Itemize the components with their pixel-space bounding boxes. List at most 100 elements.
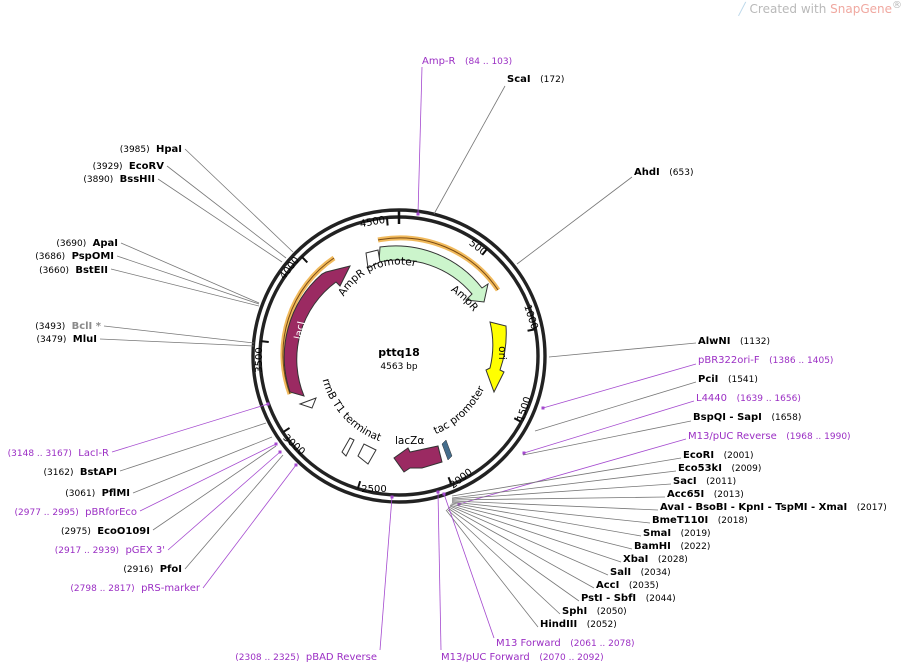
site-label-laci-r[interactable]: (3148 .. 3167) LacI-R	[8, 448, 109, 459]
feature-label-rrnb-t1-terminator: rrnB T1 terminator	[0, 0, 383, 444]
site-label-bmet110i[interactable]: BmeT110I (2018)	[652, 515, 748, 526]
tick-label: 4500	[359, 215, 386, 230]
site-name: SalI	[610, 567, 631, 578]
site-label-bspqi-sapi[interactable]: BspQI - SapI (1658)	[693, 412, 801, 423]
site-label-ahdi[interactable]: AhdI (653)	[634, 167, 694, 178]
site-label-sphi[interactable]: SphI (2050)	[562, 606, 627, 617]
site-label-avai-group[interactable]: AvaI - BsoBI - KpnI - TspMI - XmaI (2017…	[660, 502, 887, 513]
site-label-pgex-3[interactable]: (2917 .. 2939) pGEX 3'	[55, 545, 165, 556]
feature-ampr-promoter[interactable]	[365, 249, 381, 269]
site-position: (2308 .. 2325)	[235, 653, 299, 663]
site-label-pspomi[interactable]: (3686) PspOMI	[35, 251, 114, 262]
site-position: (3890)	[83, 175, 113, 185]
site-name: HpaI	[156, 144, 182, 155]
primer-mark-amp-r-primer	[416, 212, 420, 216]
site-label-scai[interactable]: ScaI (172)	[507, 74, 564, 85]
feature-label-ori: ori	[496, 346, 508, 360]
site-label-eco0109i[interactable]: (2975) EcoO109I	[61, 526, 150, 537]
feature-ori[interactable]	[485, 321, 507, 394]
feature-lac-operator[interactable]	[441, 439, 453, 461]
site-label-bsteii[interactable]: (3660) BstEII	[39, 265, 108, 276]
site-position: (2022)	[680, 542, 710, 552]
leader-line-pspomi	[116, 255, 260, 305]
primer-mark-pbad-reverse	[390, 495, 394, 499]
feature-laci-promoter[interactable]	[298, 397, 317, 409]
site-label-prs-marker[interactable]: (2798 .. 2817) pRS-marker	[70, 583, 200, 594]
site-name: pBR322ori-F	[698, 355, 760, 366]
tick-mark	[356, 480, 362, 490]
site-label-bsshii[interactable]: (3890) BssHII	[83, 174, 155, 185]
site-label-smai[interactable]: SmaI (2019)	[643, 528, 711, 539]
feature-rrnb-t2-terminator[interactable]	[357, 443, 377, 465]
tick-label: 500	[467, 238, 489, 258]
feature-lacz-alpha[interactable]	[393, 445, 443, 473]
site-name: ApaI	[93, 238, 118, 249]
site-position: (1132)	[740, 337, 770, 347]
site-position: (2035)	[629, 581, 659, 591]
site-label-hindiii[interactable]: HindIII (2052)	[540, 619, 617, 630]
site-name: SmaI	[643, 528, 671, 539]
site-label-pflmi[interactable]: (3061) PflMI	[65, 488, 130, 499]
site-label-ecorv[interactable]: (3929) EcoRV	[93, 161, 165, 172]
primer-mark-pbrforeco	[274, 442, 278, 446]
site-label-pbad-reverse[interactable]: (2308 .. 2325) pBAD Reverse	[235, 652, 377, 663]
site-name: BclI *	[72, 321, 102, 332]
site-label-acc65i[interactable]: Acc65I (2013)	[667, 489, 744, 500]
site-name: PfoI	[160, 564, 182, 575]
site-label-m13-puc-reverse[interactable]: M13/pUC Reverse (1968 .. 1990)	[688, 431, 851, 442]
site-label-pcii[interactable]: PciI (1541)	[698, 374, 758, 385]
site-label-ecori[interactable]: EcoRI (2001)	[683, 450, 754, 461]
site-name: EcoRI	[683, 450, 714, 461]
site-label-m13-puc-forward[interactable]: M13/pUC Forward (2070 .. 2092)	[441, 652, 604, 663]
feature-ampr[interactable]	[378, 245, 489, 303]
site-label-mlui[interactable]: (3479) MluI	[36, 334, 97, 345]
site-label-apai[interactable]: (3690) ApaI	[56, 238, 118, 249]
leader-line-xbai	[449, 504, 622, 563]
site-label-pfoi[interactable]: (2916) PfoI	[123, 564, 182, 575]
site-label-amp-r-primer[interactable]: Amp-R (84 .. 103)	[422, 56, 512, 67]
site-name: AccI	[596, 580, 619, 591]
feature-rrnb-t1-terminator[interactable]	[341, 437, 355, 457]
site-label-pbr322ori-f[interactable]: pBR322ori-F (1386 .. 1405)	[698, 355, 833, 366]
leader-line-pfoi	[184, 454, 284, 570]
site-label-saci[interactable]: SacI (2011)	[673, 476, 736, 487]
tick-mark	[260, 340, 269, 343]
feature-laci[interactable]	[283, 265, 351, 397]
site-position: (1639 .. 1656)	[737, 394, 801, 404]
site-label-psti-sbfi[interactable]: PstI - SbfI (2044)	[581, 593, 676, 604]
site-name: PciI	[698, 374, 718, 385]
site-label-bamhi[interactable]: BamHI (2022)	[634, 541, 710, 552]
site-label-bstapi[interactable]: (3162) BstAPI	[44, 467, 117, 478]
site-label-l4440[interactable]: L4440 (1639 .. 1656)	[696, 393, 801, 404]
site-position: (2044)	[646, 594, 676, 604]
site-position: (1386 .. 1405)	[769, 356, 833, 366]
site-name: M13/pUC Forward	[441, 652, 530, 663]
site-label-xbai[interactable]: XbaI (2028)	[623, 554, 688, 565]
site-label-bcli[interactable]: (3493) BclI *	[35, 321, 101, 332]
site-label-alwni[interactable]: AlwNI (1132)	[698, 336, 770, 347]
site-label-eco53ki[interactable]: Eco53kI (2009)	[678, 463, 761, 474]
site-name: AlwNI	[698, 336, 731, 347]
leader-line-amp-r-primer	[417, 66, 423, 215]
primer-mark-pbr322ori-f	[541, 406, 545, 410]
site-label-pbrforeco[interactable]: (2977 .. 2995) pBRforEco	[15, 507, 137, 518]
site-name: L4440	[696, 393, 727, 404]
site-label-acci[interactable]: AccI (2035)	[596, 580, 659, 591]
site-position: (84 .. 103)	[465, 57, 512, 67]
leader-line-bstapi	[119, 422, 267, 472]
site-name: HindIII	[540, 619, 577, 630]
site-label-hpai[interactable]: (3985) HpaI	[120, 144, 182, 155]
leader-line-m13-forward	[443, 493, 495, 639]
site-label-sali[interactable]: SalI (2034)	[610, 567, 671, 578]
leader-line-pflmi	[132, 436, 273, 494]
features	[283, 245, 507, 473]
site-position: (2916)	[123, 565, 153, 575]
leader-line-pcii	[534, 381, 697, 432]
site-name: pGEX 3'	[125, 545, 165, 556]
primer-mark-prs-marker	[294, 463, 298, 467]
site-position: (3929)	[93, 162, 123, 172]
leader-line-pbr322ori-f	[542, 363, 697, 409]
site-name: BstEII	[75, 265, 108, 276]
site-name: LacI-R	[78, 448, 109, 459]
site-label-m13-forward[interactable]: M13 Forward (2061 .. 2078)	[496, 638, 635, 649]
